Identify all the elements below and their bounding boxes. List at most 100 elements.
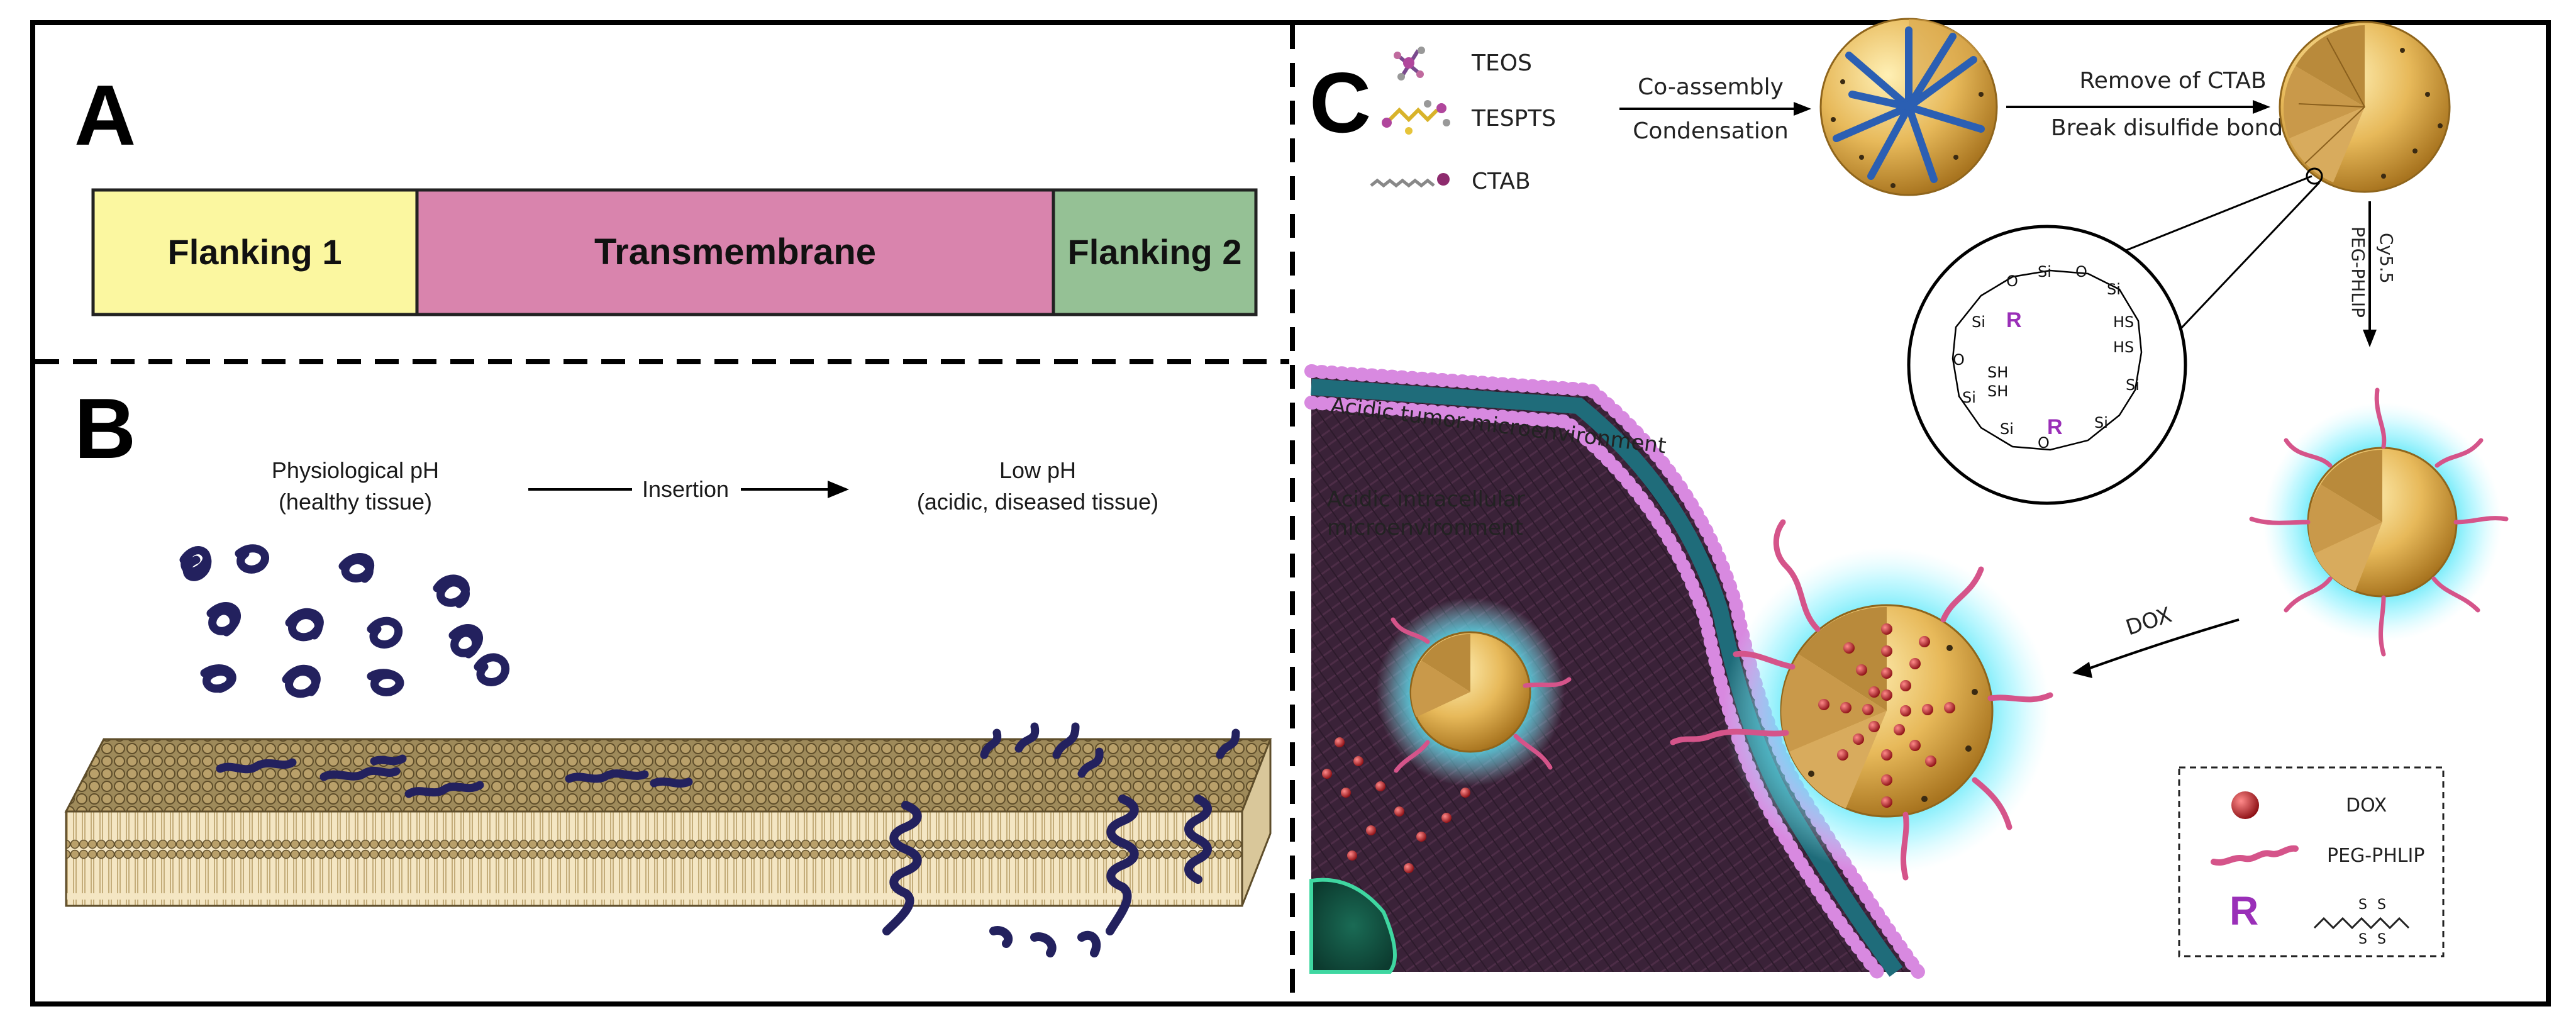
insertion-arrow-head bbox=[828, 481, 849, 498]
legend-dox-icon bbox=[2231, 791, 2259, 819]
internal-particle-cutaway bbox=[1421, 633, 1470, 692]
chem-o: O bbox=[2038, 434, 2050, 452]
insertion-arrow-label: Insertion bbox=[642, 476, 729, 502]
inserted-helix bbox=[1030, 932, 1057, 957]
surface-peptide bbox=[650, 777, 693, 788]
tespts-molecule-icon bbox=[1382, 100, 1450, 135]
peptide-coil bbox=[433, 574, 470, 608]
main-particle-pores bbox=[1808, 645, 1978, 802]
segment-flanking-1 bbox=[91, 188, 419, 316]
loaded-dox bbox=[1818, 623, 1955, 808]
surface-peptide bbox=[565, 769, 649, 783]
chem-si: Si bbox=[2126, 376, 2140, 394]
main-particle-peptides bbox=[1670, 519, 2053, 881]
legend-label-peg-phlip: PEG-PHLIP bbox=[2327, 845, 2424, 867]
peptide-coil bbox=[474, 653, 510, 686]
chem-r-lower: R bbox=[2047, 415, 2063, 439]
surface-peptides bbox=[216, 722, 1240, 798]
segment-label-transmembrane: Transmembrane bbox=[594, 231, 876, 272]
panel-a: A Flanking 1 Transmembrane Flanking 2 bbox=[74, 67, 1258, 316]
teos-molecule-icon bbox=[1394, 47, 1425, 81]
nanoparticle-ctab-template bbox=[1819, 18, 1998, 196]
chem-o: O bbox=[1953, 351, 1965, 369]
legend-peg-phlip-icon bbox=[2211, 845, 2299, 866]
peptide-coil bbox=[448, 624, 483, 659]
chem-si: Si bbox=[2107, 281, 2121, 298]
released-dox bbox=[1322, 737, 1470, 873]
peptide-coil bbox=[200, 664, 236, 693]
step1-label-top: Co-assembly bbox=[1638, 74, 1784, 100]
label-healthy-tissue: (healthy tissue) bbox=[279, 489, 432, 515]
label-diseased-tissue: (acidic, diseased tissue) bbox=[917, 489, 1158, 515]
surface-peptide bbox=[1077, 747, 1104, 778]
chem-si: Si bbox=[1972, 313, 1985, 331]
step2-label-bottom: Break disulfide bonds bbox=[2051, 115, 2295, 141]
legend-r-s2: S bbox=[2377, 897, 2386, 913]
peptide-coil bbox=[179, 546, 212, 581]
surface-peptide bbox=[980, 728, 1002, 759]
reagent-label-ctab: CTAB bbox=[1472, 169, 1531, 194]
surface-peptide bbox=[1014, 722, 1040, 753]
peptide-coil bbox=[285, 608, 324, 642]
segment-label-flanking-1: Flanking 1 bbox=[168, 232, 342, 272]
tumor-cell-scene: Acidic tumor microenvironment Acidic int… bbox=[1304, 364, 2053, 979]
peptide-coil bbox=[206, 602, 241, 637]
main-particle-cutaway bbox=[1781, 654, 1887, 752]
peptide-coil bbox=[367, 616, 403, 649]
peptide-coil bbox=[367, 669, 404, 696]
inserted-helices bbox=[882, 795, 1212, 957]
segment-label-flanking-2: Flanking 2 bbox=[1068, 232, 1242, 272]
reagent-ctab: CTAB bbox=[1370, 169, 1531, 194]
legend-r-s1: S bbox=[2358, 897, 2367, 913]
peptide-coil bbox=[338, 553, 375, 583]
chem-sh: SH bbox=[1987, 382, 2008, 400]
inserted-helix bbox=[989, 926, 1013, 948]
label-low-ph: Low pH bbox=[999, 457, 1076, 483]
surface-peptide bbox=[1216, 728, 1240, 759]
surface-peptide bbox=[370, 754, 407, 766]
step2-arrow-head bbox=[2253, 100, 2270, 114]
panel-b-letter: B bbox=[74, 381, 136, 476]
nanoparticle-mesoporous bbox=[2279, 21, 2451, 193]
organelle bbox=[1309, 878, 1397, 974]
panel-b: B Physiological pH (healthy tissue) Inse… bbox=[64, 381, 1272, 957]
surface-peptide bbox=[216, 758, 297, 774]
step3-label-left: PEG-PHLIP bbox=[2348, 226, 2368, 318]
step3-arrow-head bbox=[2363, 330, 2377, 347]
main-particle-cutaway bbox=[1799, 606, 1887, 711]
surface-peptide bbox=[404, 781, 484, 798]
inserted-helix bbox=[1077, 930, 1101, 957]
ctab-head-icon bbox=[1437, 173, 1450, 186]
inserted-helix bbox=[1184, 795, 1212, 884]
chem-si: Si bbox=[2000, 420, 2014, 438]
step4-label: DOX bbox=[2123, 603, 2175, 641]
cell-interior bbox=[1311, 371, 1918, 972]
chem-sh: SH bbox=[1987, 364, 2008, 381]
figure-border bbox=[30, 20, 2551, 1006]
region-label-intracellular-2: microenvironment bbox=[1327, 515, 1523, 540]
step3-label-right: Cy5.5 bbox=[2376, 233, 2397, 284]
legend-r-s4: S bbox=[2377, 932, 2386, 947]
lipid-bilayer bbox=[64, 738, 1272, 907]
step2-label-top: Remove of CTAB bbox=[2079, 68, 2266, 94]
label-physiological-ph: Physiological pH bbox=[272, 457, 439, 483]
chem-si: Si bbox=[2038, 263, 2051, 281]
step1-label-bottom: Condensation bbox=[1633, 118, 1789, 144]
chem-si: Si bbox=[2094, 414, 2108, 432]
step4-arrow-line bbox=[2084, 618, 2240, 671]
chem-hs: HS bbox=[2113, 313, 2134, 331]
chem-hs: HS bbox=[2113, 338, 2134, 356]
ctab-molecule-icon bbox=[1370, 178, 1435, 188]
chem-si: Si bbox=[1962, 389, 1976, 406]
bilayer-top-surface bbox=[64, 738, 1272, 813]
inserted-helix bbox=[882, 801, 922, 935]
bilayer-front-face bbox=[65, 810, 1243, 907]
legend-label-r: R bbox=[2229, 888, 2258, 934]
legend-label-dox: DOX bbox=[2346, 795, 2387, 817]
silica-structure-inset: Si O Si O Si HS HS Si Si O Si Si SH SH O… bbox=[1907, 225, 2187, 505]
internal-particle-peptides bbox=[1391, 617, 1572, 773]
panel-c-letter: C bbox=[1309, 55, 1371, 150]
internal-particle-cutaway bbox=[1411, 661, 1470, 717]
free-peptide-coils bbox=[179, 544, 510, 698]
